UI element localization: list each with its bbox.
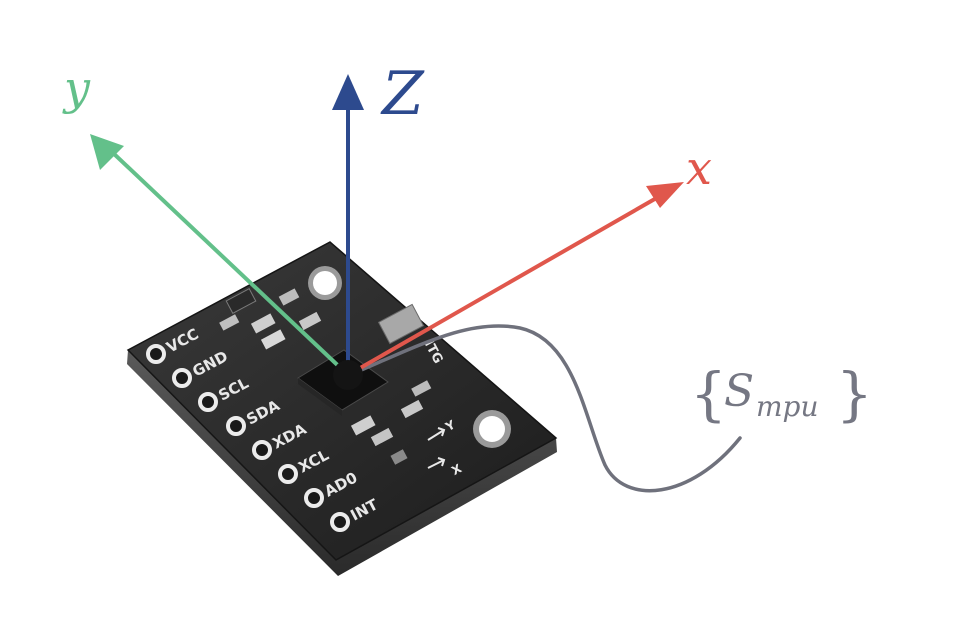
axis-z bbox=[332, 74, 364, 375]
axis-x-arrowhead bbox=[646, 182, 684, 208]
frame-subscript: mpu bbox=[756, 390, 819, 423]
frame-label: { S mpu } bbox=[690, 360, 873, 428]
axis-y-label: y bbox=[62, 61, 91, 115]
mounting-hole-right bbox=[473, 410, 511, 448]
frame-symbol: S bbox=[724, 366, 754, 417]
axis-z-label: Z bbox=[380, 59, 425, 129]
pin-header: VCC GND SCL SDA XDA XCL bbox=[146, 325, 382, 532]
frame-brace-close: } bbox=[836, 360, 873, 428]
frame-connector-curve bbox=[350, 324, 742, 493]
mpu-board: ITG Y X VCC GND SCL SDA bbox=[126, 241, 558, 576]
axis-x bbox=[347, 182, 684, 377]
smd-components bbox=[219, 288, 432, 465]
frame-brace-open: { bbox=[690, 360, 727, 428]
axis-y-arrowhead bbox=[90, 134, 124, 170]
axis-y bbox=[90, 134, 350, 377]
axis-x-label: x bbox=[686, 141, 712, 195]
axis-z-arrowhead bbox=[332, 74, 364, 110]
mounting-hole-top bbox=[308, 266, 342, 300]
frame-origin bbox=[333, 360, 363, 390]
orientation-arrows-icon bbox=[427, 427, 446, 469]
